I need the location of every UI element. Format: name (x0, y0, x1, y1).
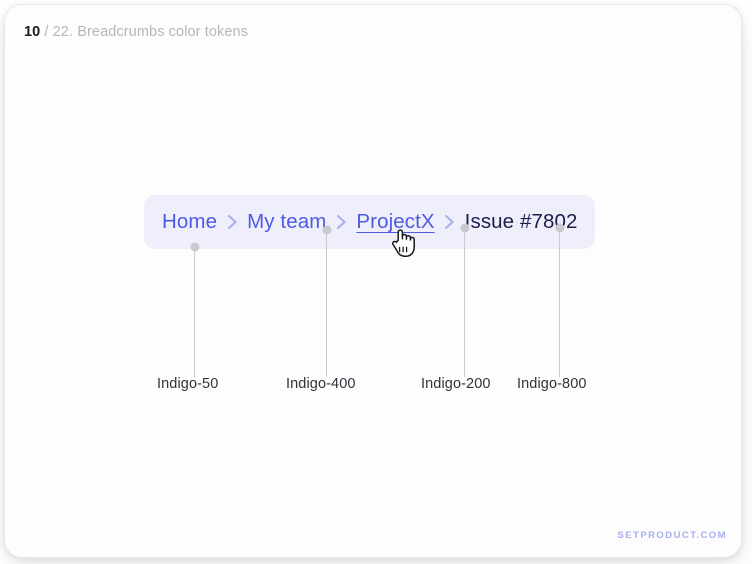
leader-line-indigo-400 (326, 231, 328, 377)
leader-dot-indigo-200 (460, 223, 469, 233)
chevron-right-icon (217, 195, 247, 249)
leader-line-indigo-200 (464, 229, 466, 377)
annotation-label-indigo-400: Indigo-400 (286, 376, 356, 392)
slide-card: 10 / 22. Breadcrumbs color tokens Home M… (4, 4, 742, 558)
breadcrumb-item-projectx[interactable]: ProjectX (356, 210, 435, 233)
leader-line-indigo-800 (559, 229, 561, 377)
leader-dot-indigo-400 (322, 225, 331, 235)
annotation-label-indigo-200: Indigo-200 (421, 376, 491, 392)
leader-line-indigo-50 (194, 249, 196, 377)
slide-header: 10 / 22. Breadcrumbs color tokens (24, 21, 248, 43)
watermark: SETPRODUCT.COM (617, 530, 727, 541)
breadcrumbs: Home My team ProjectX Issue #7802 (144, 195, 596, 249)
breadcrumb-item-home[interactable]: Home (162, 210, 218, 233)
chevron-right-icon (326, 195, 356, 249)
breadcrumb-item-current: Issue #7802 (464, 210, 578, 233)
annotation-label-indigo-50: Indigo-50 (157, 376, 219, 392)
slide-title: / 22. Breadcrumbs color tokens (44, 24, 249, 40)
annotation-label-indigo-800: Indigo-800 (517, 376, 587, 392)
slide-number: 10 (24, 24, 41, 40)
breadcrumb-item-my-team[interactable]: My team (247, 210, 327, 233)
chevron-right-icon (435, 195, 465, 249)
leader-dot-indigo-50 (190, 242, 199, 252)
leader-dot-indigo-800 (555, 223, 564, 233)
